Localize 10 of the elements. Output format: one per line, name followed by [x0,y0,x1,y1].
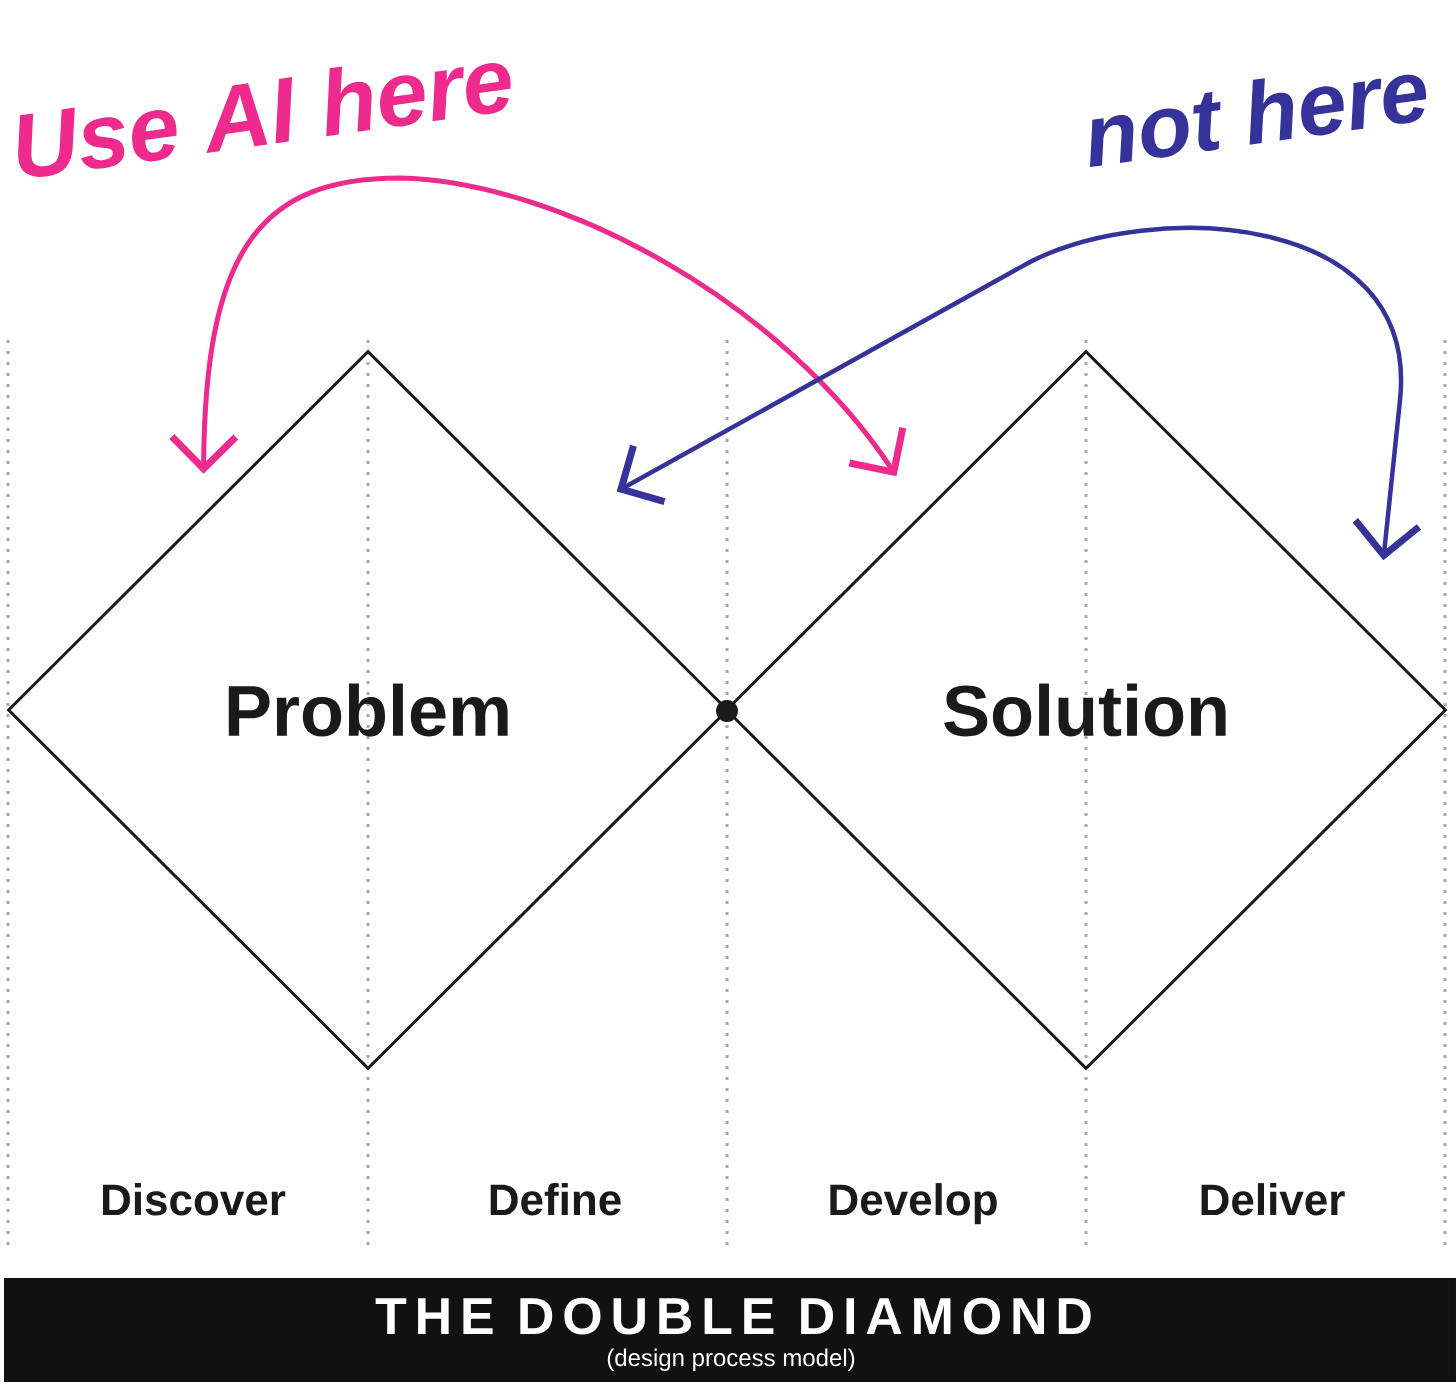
phase-label: Deliver [1201,1183,1345,1216]
handwritten-label: Use AI here [18,63,511,177]
phase-label: Develop [830,1183,997,1225]
banner-caption: (design process model) [607,1348,855,1371]
phase-label: Define [490,1183,621,1216]
curved-arrow [169,175,907,477]
curved-arrow [616,225,1422,561]
banner-title: THE DOUBLE DIAMOND [375,1297,1091,1335]
handwritten-label: not here [1090,74,1427,168]
phase-label: Discover [103,1183,286,1216]
